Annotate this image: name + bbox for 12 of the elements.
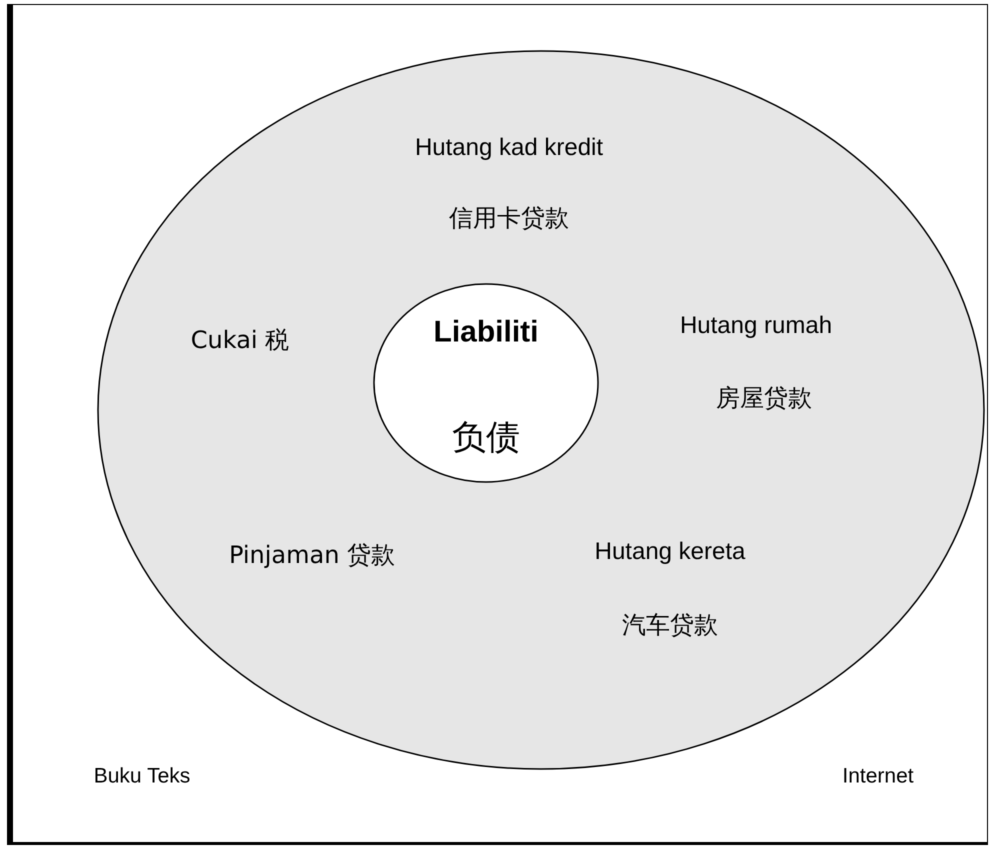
item-label: Hutang rumah: [680, 312, 832, 340]
item-label: 汽车贷款: [622, 612, 718, 638]
center-label: 负债: [452, 419, 520, 457]
source-label: Internet: [842, 764, 914, 788]
item-label: 房屋贷款: [716, 384, 812, 412]
item-label: Pinjaman 贷款: [228, 542, 396, 568]
item-label: Hutang kad kredit: [414, 134, 604, 162]
item-label: 信用卡贷款: [449, 204, 569, 232]
source-label: Buku Teks: [94, 764, 190, 788]
item-label: Hutang kereta: [594, 538, 746, 566]
item-label: Cukai 税: [190, 326, 290, 354]
center-label: Liabiliti: [434, 316, 538, 348]
